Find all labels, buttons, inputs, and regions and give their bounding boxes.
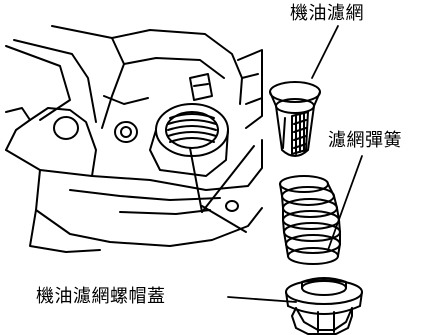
screen-cap-part xyxy=(285,277,363,335)
screen-spring-label: 濾網彈簧 xyxy=(328,130,402,151)
oil-screen-part xyxy=(269,81,321,157)
oil-screen-leader-line xyxy=(311,25,339,79)
cap-leader-line xyxy=(227,296,297,303)
oil-screen-label: 機油濾網 xyxy=(290,3,364,24)
screen-cap-label: 機油濾網螺帽蓋 xyxy=(36,286,166,307)
spring-leader-line xyxy=(327,155,363,251)
leader-lines xyxy=(227,25,363,303)
screen-spring-part xyxy=(279,175,341,265)
engine-crankcase xyxy=(5,25,263,253)
